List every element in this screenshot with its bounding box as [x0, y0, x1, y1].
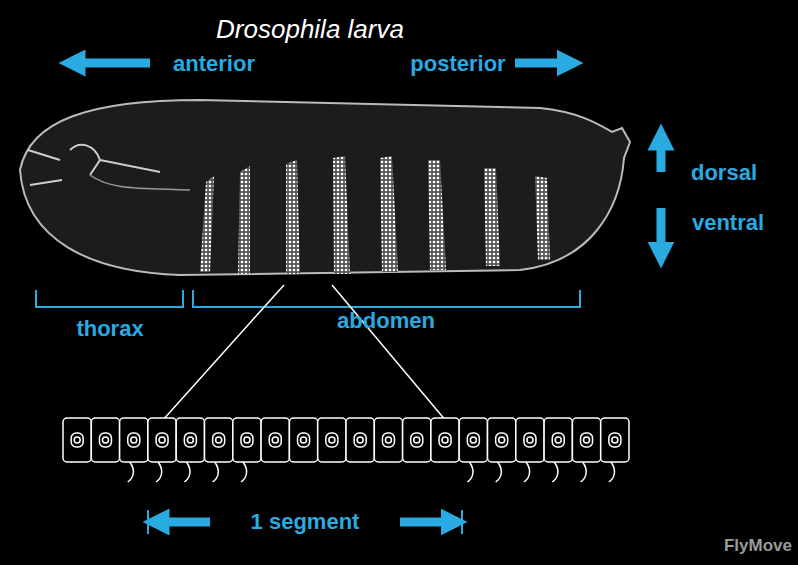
- segment-label: 1 segment: [251, 511, 360, 533]
- direction-label: anterior: [173, 53, 255, 75]
- region-label: thorax: [76, 318, 143, 340]
- direction-label: dorsal: [691, 162, 757, 184]
- direction-label: ventral: [692, 212, 764, 234]
- watermark: FlyMove: [724, 537, 792, 554]
- region-label: abdomen: [337, 310, 435, 332]
- diagram-title: Drosophila larva: [216, 16, 404, 42]
- direction-label: posterior: [410, 53, 505, 75]
